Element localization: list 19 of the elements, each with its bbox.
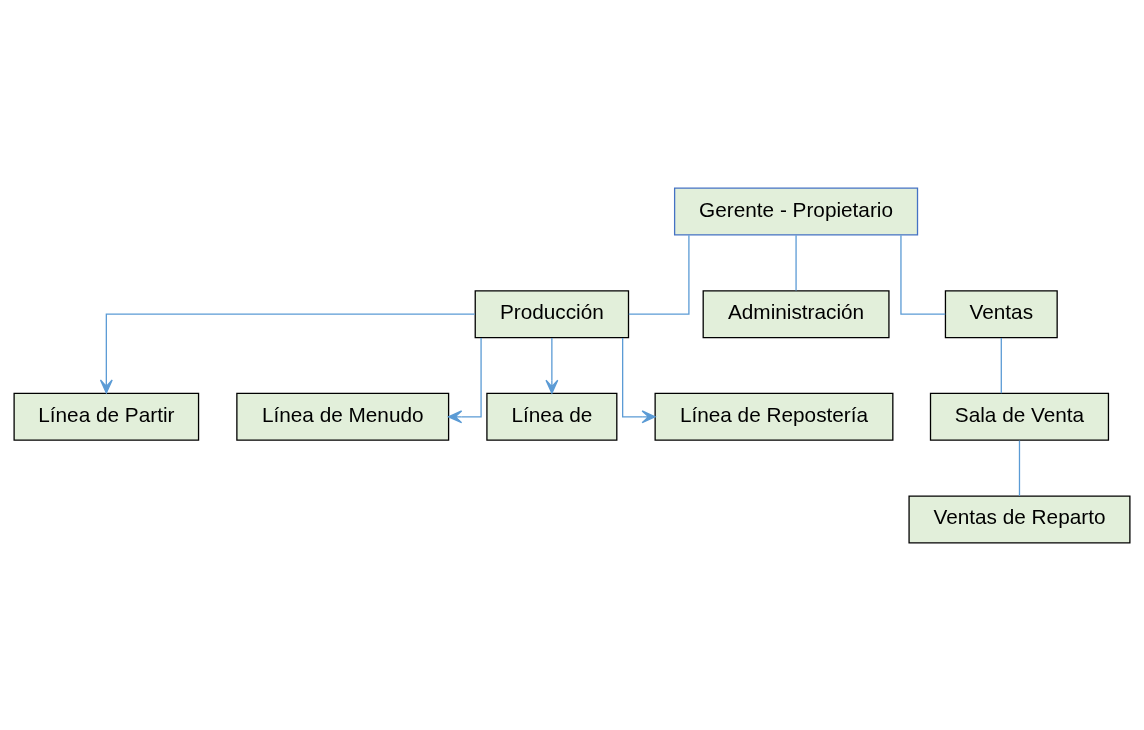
node-box: Línea de Partir bbox=[13, 392, 200, 441]
arrow bbox=[545, 336, 559, 394]
node-box: Línea de Menudo bbox=[236, 392, 450, 441]
arrow bbox=[448, 336, 482, 423]
arrow bbox=[99, 313, 476, 394]
node-box: Producción bbox=[474, 289, 630, 338]
node-box: Gerente - Propietario bbox=[673, 187, 919, 236]
node-box: Ventas de Reparto bbox=[908, 494, 1131, 543]
node-box: Línea de Repostería bbox=[654, 392, 894, 441]
node-box: Línea de bbox=[486, 392, 618, 441]
connector bbox=[1018, 439, 1021, 496]
node-box: Ventas bbox=[944, 289, 1058, 338]
connector bbox=[795, 234, 797, 291]
node-box: Sala de Venta bbox=[929, 392, 1110, 441]
connector bbox=[628, 234, 690, 315]
arrow bbox=[622, 336, 656, 423]
node-box: Administración bbox=[702, 289, 890, 338]
connector bbox=[1000, 336, 1002, 394]
connector bbox=[900, 234, 946, 315]
